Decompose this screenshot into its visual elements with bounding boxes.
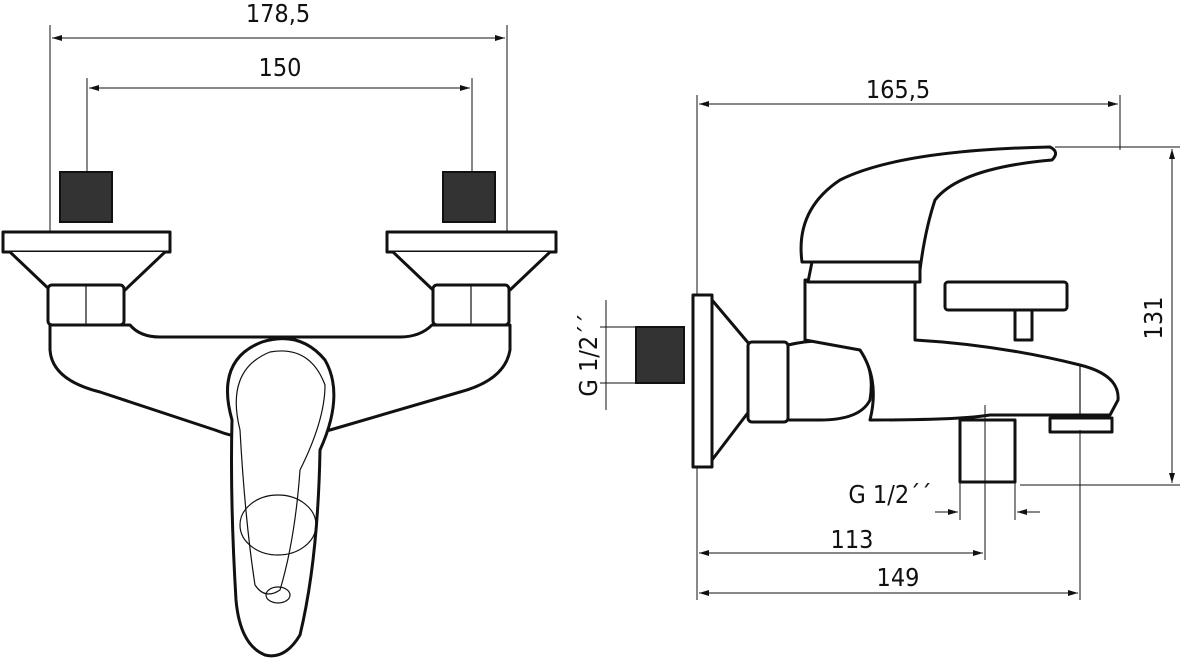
- side-view: 165,5 131 G 1/2´´ G 1/2´´ 113: [574, 75, 1180, 600]
- side-mixer-body: [803, 278, 1120, 422]
- inlet-thread-label: G 1/2´´: [574, 313, 603, 396]
- right-wall-flange: [385, 230, 558, 254]
- side-nut: [746, 340, 790, 424]
- dim-inlet-spacing: 150: [259, 53, 302, 82]
- side-inlet-thread: [635, 326, 685, 384]
- side-lever-handle: [799, 145, 1057, 272]
- lever-handle: [225, 337, 336, 658]
- diverter-knob: [943, 280, 1069, 312]
- outlet-connector: [958, 418, 1017, 484]
- dim-outlet-position: 113: [831, 525, 874, 554]
- left-inlet-thread: [59, 171, 113, 223]
- dim-spout-reach: 149: [877, 563, 920, 592]
- left-wall-flange: [1, 230, 172, 254]
- dim-overall-width: 178,5: [246, 0, 310, 28]
- spout-aerator: [1048, 416, 1114, 434]
- front-view: 178,5 150: [1, 0, 558, 658]
- right-inlet-thread: [442, 171, 496, 223]
- outlet-thread-label: G 1/2´´: [848, 480, 931, 509]
- side-wall-flange: [691, 293, 714, 469]
- dim-height: 131: [1139, 297, 1168, 340]
- dim-depth: 165,5: [866, 75, 930, 104]
